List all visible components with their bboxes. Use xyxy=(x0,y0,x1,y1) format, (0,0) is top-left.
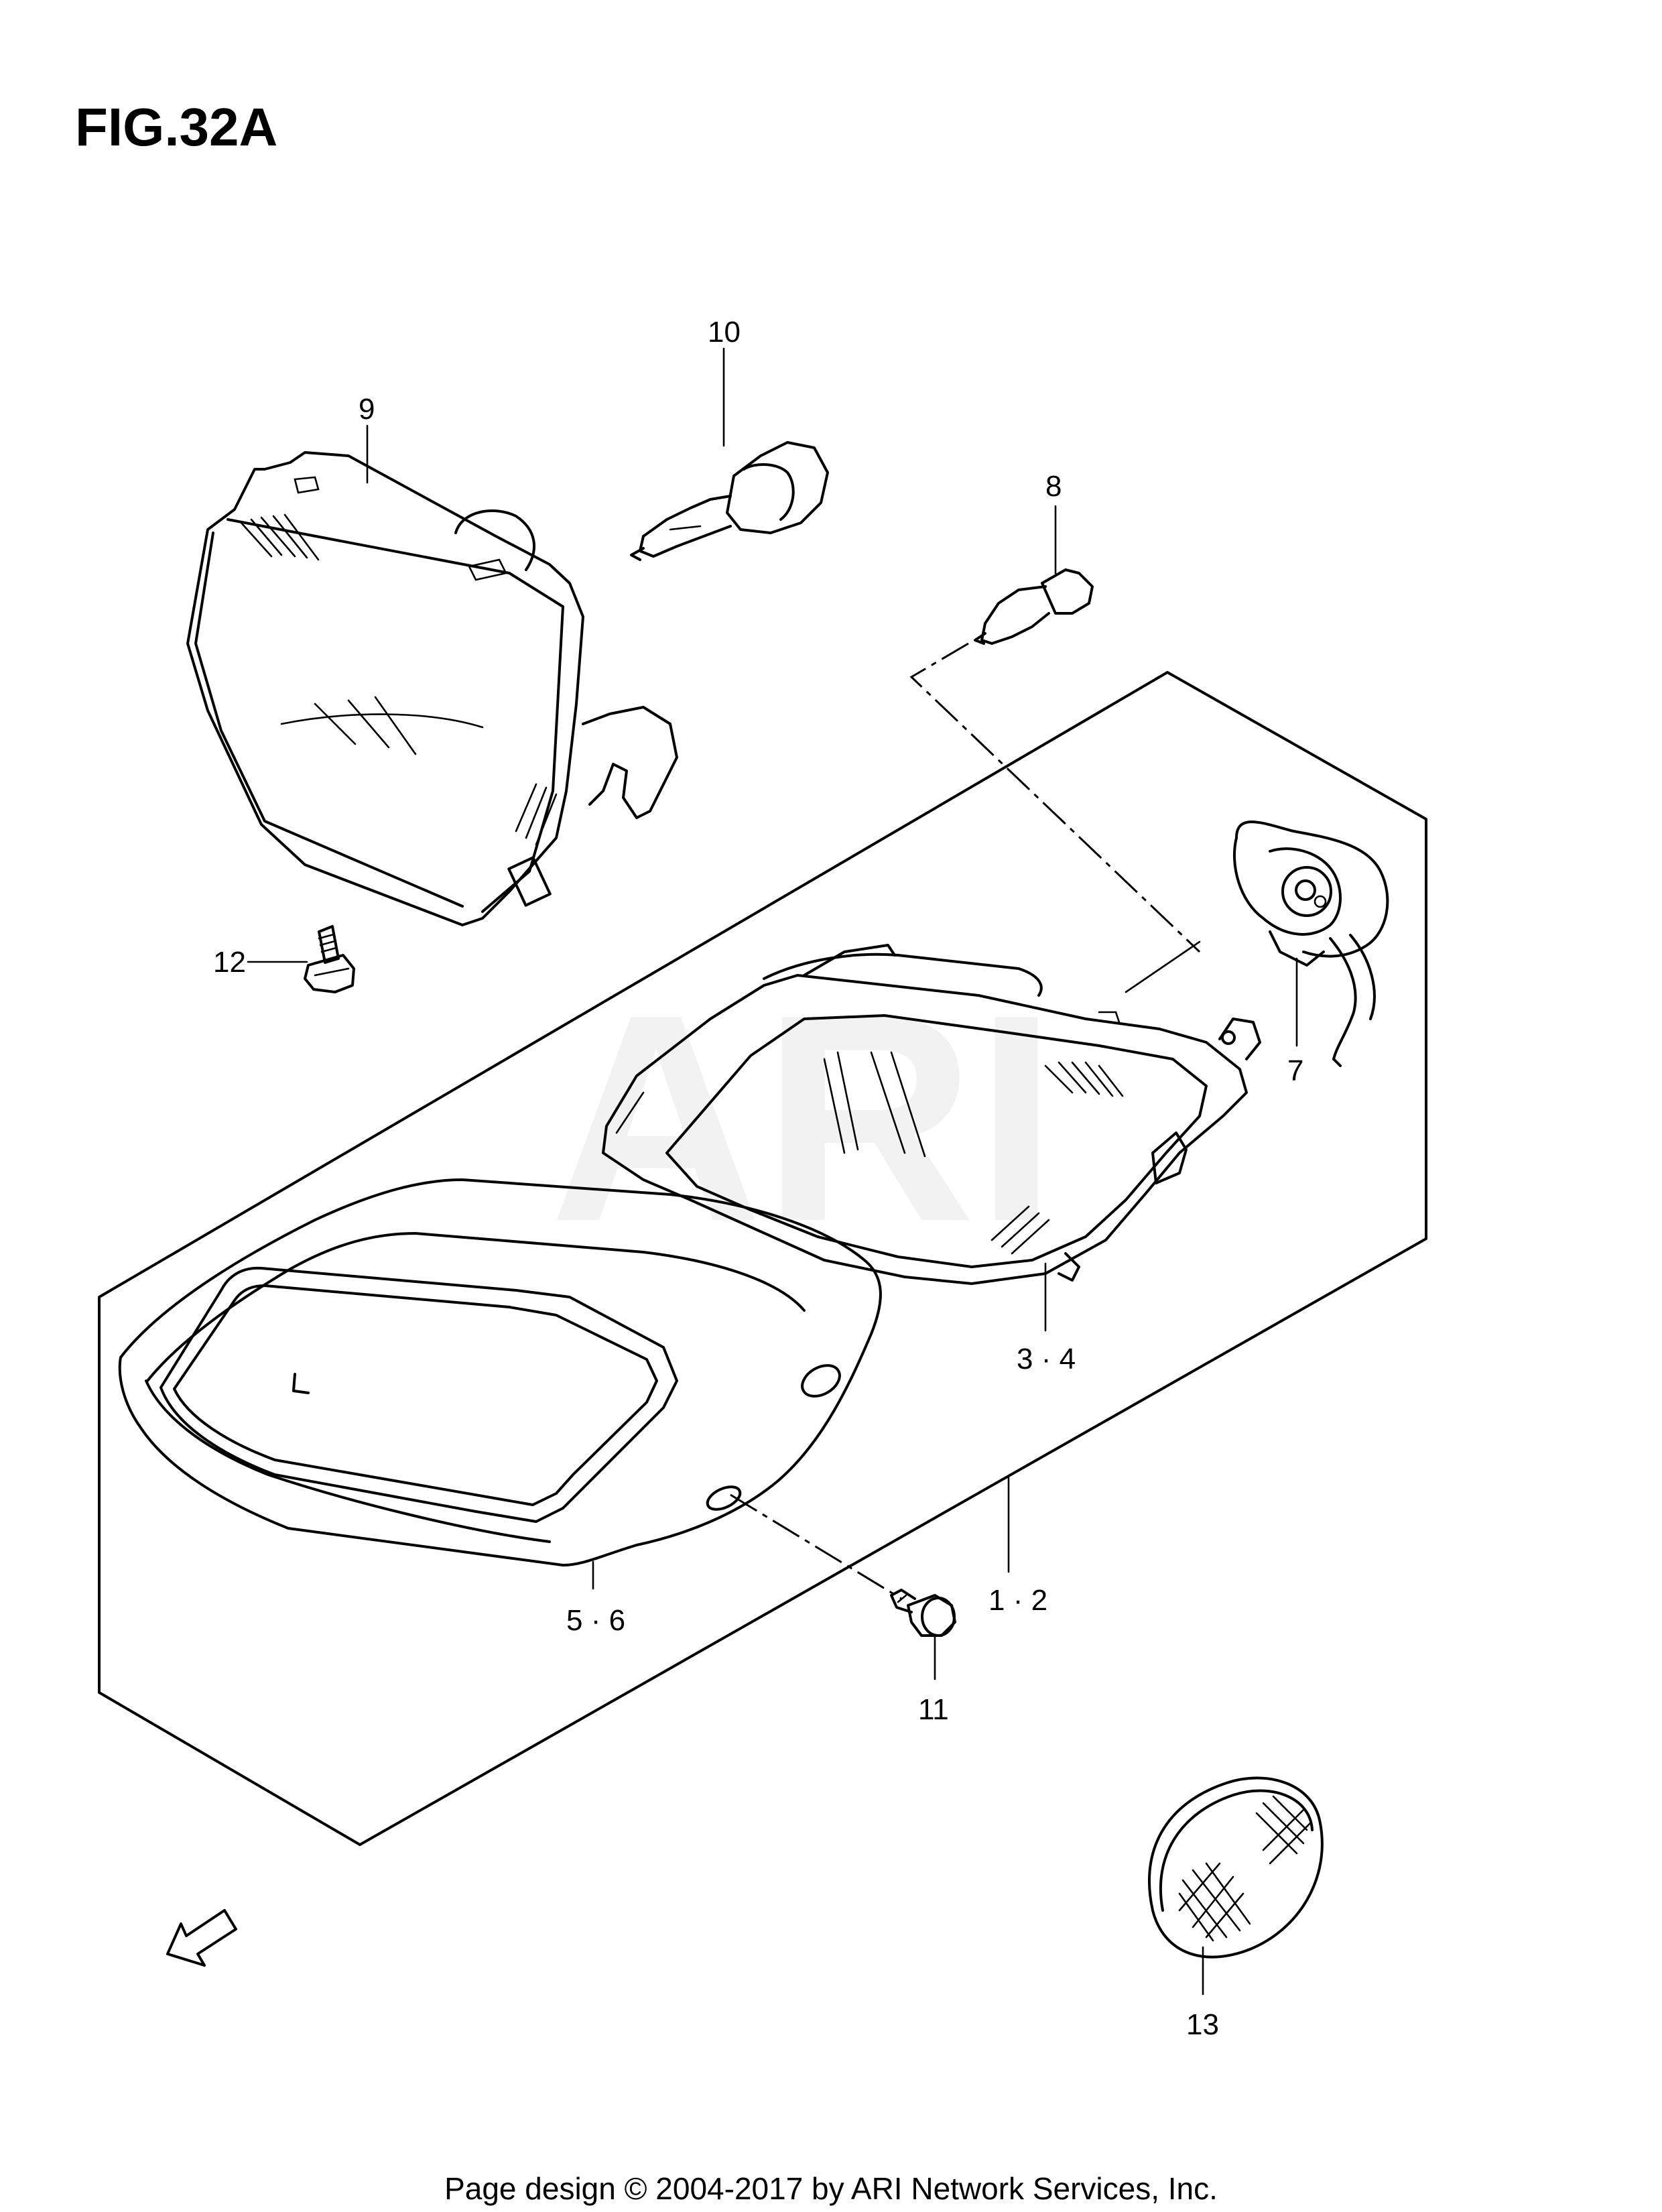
leader-7-housing xyxy=(1125,940,1201,993)
fwd-arrow-icon: FWD xyxy=(166,1909,237,1967)
callout-9: 9 xyxy=(359,393,375,426)
headlight-bulb-part-10[interactable] xyxy=(630,441,829,561)
callout-10: 10 xyxy=(708,316,741,349)
reflector-part-13[interactable] xyxy=(1147,1776,1324,1959)
assembly-line-11 xyxy=(730,1493,902,1600)
assembly-boundary xyxy=(98,671,1427,1846)
rim-cover-part-5-6[interactable] xyxy=(118,1178,882,1566)
callout-12: 12 xyxy=(213,946,246,979)
fwd-label: FWD xyxy=(191,1912,229,1945)
bolt-part-12[interactable] xyxy=(304,925,355,993)
callout-7: 7 xyxy=(1287,1054,1303,1087)
callout-13: 13 xyxy=(1186,2008,1219,2041)
callout-3-4: 3 · 4 xyxy=(1017,1343,1076,1375)
callout-8: 8 xyxy=(1045,470,1062,503)
screw-part-11[interactable] xyxy=(890,1589,956,1637)
figure-title: FIG.32A xyxy=(75,97,278,157)
socket-harness-part-7[interactable] xyxy=(1233,820,1389,1067)
callout-1-2: 1 · 2 xyxy=(988,1584,1047,1617)
leader-lines xyxy=(247,347,1298,1995)
copyright-footer: Page design © 2004-2017 by ARI Network S… xyxy=(444,2171,1218,2206)
callout-5-6: 5 · 6 xyxy=(566,1604,625,1637)
ari-watermark: ARI xyxy=(550,954,1058,1283)
position-bulb-part-8[interactable] xyxy=(974,568,1094,645)
assembly-line-8 xyxy=(909,642,1201,953)
headlight-unit-part-9[interactable] xyxy=(186,451,678,926)
callout-11: 11 xyxy=(918,1693,949,1726)
